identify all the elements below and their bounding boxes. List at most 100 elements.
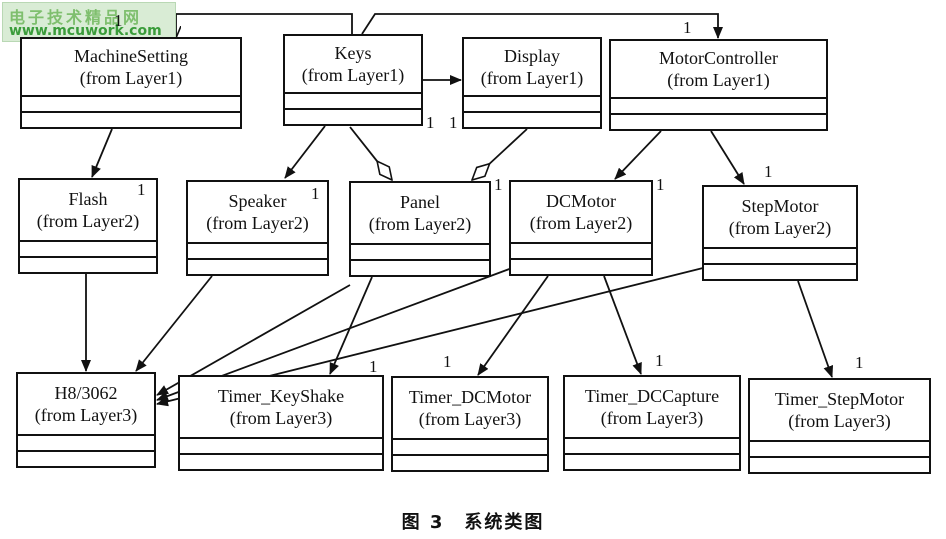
- class-timer-dccapture: Timer_DCCapture (from Layer3): [563, 375, 741, 471]
- class-attributes-compartment: [750, 442, 929, 458]
- association-edge-stepmotor-to-timer-stepmotor: [797, 280, 834, 378]
- watermark-url: www.mcuwork.com: [9, 23, 162, 39]
- class-name: Panel: [400, 192, 440, 212]
- association-edge-dcmotor-to-timer-dcmotor: [477, 275, 549, 376]
- class-operations-compartment: [565, 455, 739, 469]
- class-name: MachineSetting: [74, 46, 188, 66]
- association-edge-keys-to-speaker: [284, 125, 326, 179]
- association-edge-motorcontroller-to-dcmotor: [614, 130, 662, 180]
- class-name: MotorController: [659, 48, 778, 68]
- multiplicity-label: 1: [311, 184, 320, 203]
- association-edge-speaker-to-h83062: [135, 275, 213, 372]
- figure-caption: 图 3 系统类图: [401, 512, 545, 533]
- class-attributes-compartment: [188, 244, 327, 260]
- association-edge-panel-to-timer-keyshake: [329, 276, 373, 375]
- class-machinesetting: MachineSetting (from Layer1): [20, 37, 242, 129]
- class-operations-compartment: [704, 265, 856, 279]
- class-dcmotor: DCMotor (from Layer2): [509, 180, 653, 276]
- class-operations-compartment: [22, 113, 240, 127]
- class-operations-compartment: [18, 452, 154, 466]
- class-package: (from Layer1): [79, 68, 183, 88]
- class-operations-compartment: [611, 115, 826, 129]
- class-attributes-compartment: [704, 249, 856, 265]
- class-attributes-compartment: [393, 440, 547, 456]
- multiplicity-label: 1: [114, 11, 123, 30]
- class-package: (from Layer3): [600, 408, 704, 428]
- watermark-logo: 电子技术精品网 www.mcuwork.com: [2, 2, 176, 42]
- class-operations-compartment: [511, 260, 651, 274]
- class-package: (from Layer3): [34, 405, 138, 425]
- multiplicity-label: 1: [855, 353, 864, 372]
- association-edge-machinesetting-to-flash: [91, 128, 113, 178]
- class-package: (from Layer2): [368, 214, 472, 234]
- class-package: (from Layer2): [529, 213, 633, 233]
- class-name: DCMotor: [545, 191, 616, 211]
- class-operations-compartment: [285, 110, 421, 124]
- class-operations-compartment: [20, 258, 156, 272]
- class-timer-dcmotor: Timer_DCMotor (from Layer3): [391, 376, 549, 472]
- association-edge-motorcontroller-to-stepmotor: [710, 130, 745, 185]
- class-attributes-compartment: [611, 99, 826, 115]
- class-speaker: Speaker (from Layer2): [186, 180, 329, 276]
- class-h83062: H8/3062 (from Layer3): [16, 372, 156, 468]
- class-name: Timer_DCMotor: [408, 387, 532, 407]
- class-keys: Keys (from Layer1): [283, 34, 423, 126]
- class-timer-stepmotor: Timer_StepMotor (from Layer3): [748, 378, 931, 474]
- class-name: Timer_KeyShake: [217, 386, 345, 406]
- class-name: Keys: [334, 43, 372, 63]
- class-attributes-compartment: [180, 439, 382, 455]
- class-flash: Flash (from Layer2): [18, 178, 158, 274]
- multiplicity-label: 1: [443, 352, 452, 371]
- class-name: Timer_DCCapture: [584, 386, 720, 406]
- aggregation-edge-panel-to-display: [472, 128, 528, 180]
- class-attributes-compartment: [565, 439, 739, 455]
- class-operations-compartment: [351, 261, 489, 275]
- class-operations-compartment: [464, 113, 600, 127]
- association-edge-keys-to-motorcontroller: [361, 13, 723, 39]
- class-operations-compartment: [180, 455, 382, 469]
- watermark-title: 电子技术精品网: [9, 8, 143, 27]
- class-name: StepMotor: [741, 196, 819, 216]
- class-package: (from Layer3): [229, 408, 333, 428]
- class-package: (from Layer1): [667, 70, 770, 90]
- multiplicity-label: 1: [426, 113, 435, 132]
- class-name: Speaker: [228, 191, 287, 211]
- class-name: Display: [504, 46, 560, 66]
- class-package: (from Layer2): [728, 218, 832, 238]
- class-attributes-compartment: [351, 245, 489, 261]
- class-attributes-compartment: [464, 97, 600, 113]
- class-attributes-compartment: [285, 94, 421, 110]
- class-attributes-compartment: [18, 436, 154, 452]
- class-package: (from Layer2): [36, 211, 140, 231]
- class-operations-compartment: [750, 458, 929, 472]
- class-package: (from Layer2): [206, 213, 309, 233]
- class-package: (from Layer3): [418, 409, 522, 429]
- multiplicity-label: 1: [494, 175, 503, 194]
- class-panel: Panel (from Layer2): [349, 181, 491, 277]
- class-name: H8/3062: [54, 383, 118, 403]
- class-timer-keyshake: Timer_KeyShake (from Layer3): [178, 375, 384, 471]
- multiplicity-label: 1: [764, 162, 773, 181]
- class-attributes-compartment: [22, 97, 240, 113]
- class-attributes-compartment: [20, 242, 156, 258]
- multiplicity-label: 1: [137, 180, 146, 199]
- class-operations-compartment: [393, 456, 547, 470]
- association-edge-keys-to-machinesetting: [176, 13, 353, 37]
- class-attributes-compartment: [511, 244, 651, 260]
- class-display: Display (from Layer1): [462, 37, 602, 129]
- class-package: (from Layer3): [788, 411, 891, 431]
- multiplicity-label: 1: [683, 18, 692, 37]
- multiplicity-label: 1: [449, 113, 458, 132]
- class-name: Timer_StepMotor: [774, 389, 905, 409]
- class-stepmotor: StepMotor (from Layer2): [702, 185, 858, 281]
- class-operations-compartment: [188, 260, 327, 274]
- association-edge-dcmotor-to-timer-dccapture: [603, 275, 642, 375]
- class-package: (from Layer1): [480, 68, 584, 88]
- multiplicity-label: 1: [655, 351, 664, 370]
- multiplicity-label: 1: [656, 175, 665, 194]
- class-name: Flash: [68, 189, 108, 209]
- aggregation-edge-panel-to-keys: [349, 126, 392, 180]
- class-package: (from Layer1): [301, 65, 405, 85]
- multiplicity-label: 1: [369, 357, 378, 376]
- class-motorcontroller: MotorController (from Layer1): [609, 39, 828, 131]
